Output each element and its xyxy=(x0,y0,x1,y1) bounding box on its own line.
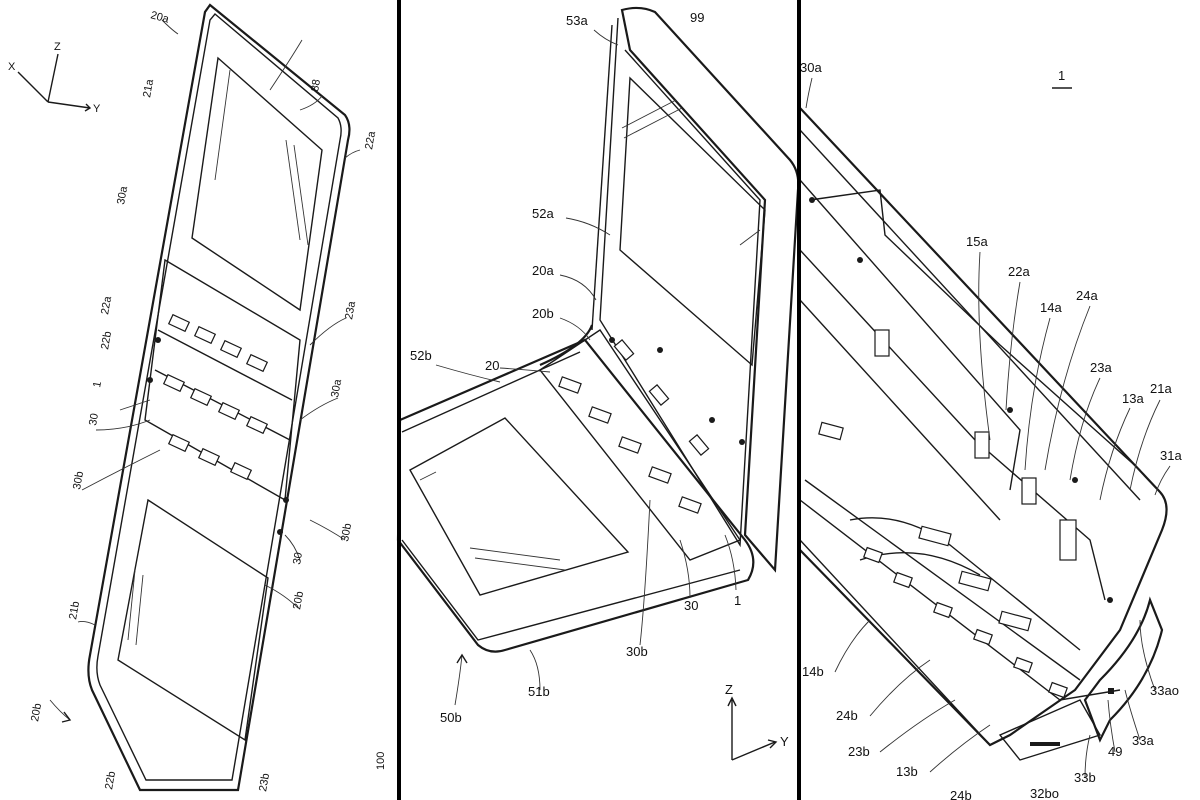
reference-numeral-left: 22b xyxy=(99,330,114,350)
middle-axis-indicator: Z Y xyxy=(725,682,789,761)
reference-numeral-right: 33a xyxy=(1132,733,1154,748)
reference-numeral-right: 24b xyxy=(950,788,972,800)
device-outer-frame xyxy=(87,3,351,792)
reference-numeral-left: 21a xyxy=(141,77,156,98)
reference-numeral-middle: 99 xyxy=(690,10,704,25)
reference-numeral-right: 15a xyxy=(966,234,988,249)
reference-numeral-left: 21b xyxy=(67,600,82,620)
upper-display-99 xyxy=(619,76,766,367)
reference-numeral-right: 33ao xyxy=(1150,683,1179,698)
reference-numeral-left: 23b xyxy=(257,772,272,792)
upper-housing-52a xyxy=(620,6,800,573)
left-panel-unfolded-device: X Y Z xyxy=(8,3,361,792)
reference-numeral-middle: 53a xyxy=(566,13,588,28)
reference-numeral-left: 20a xyxy=(149,9,171,26)
reference-numeral-left: 30b xyxy=(339,522,354,542)
hinge-plates xyxy=(809,197,1113,699)
reference-numeral-middle: 1 xyxy=(734,593,741,608)
reference-numeral-right: 23a xyxy=(1090,360,1112,375)
reference-numeral-right: 30a xyxy=(800,60,822,75)
reference-numeral-middle: 52b xyxy=(410,348,432,363)
reference-numeral-left: 30 xyxy=(87,412,101,426)
reference-numeral-left: 30a xyxy=(329,377,344,398)
middle-hinge-mechanism xyxy=(538,324,745,561)
bottom-display-area xyxy=(117,498,269,742)
reference-numeral-left: 20b xyxy=(29,702,44,722)
reference-numeral-right: 21a xyxy=(1150,381,1172,396)
reference-numeral-left: 22a xyxy=(99,294,114,315)
reference-numeral-left: 30 xyxy=(291,551,305,565)
reference-numeral-left: 30b xyxy=(71,470,86,490)
middle-panel-folded-device: Z Y xyxy=(396,6,800,761)
reference-numeral-right: 13a xyxy=(1122,391,1144,406)
axis-label-x: X xyxy=(8,61,16,73)
reference-numeral-right: 24a xyxy=(1076,288,1098,303)
left-panel-labels: 20a 21a 88 22a 30a 23a 22a 22b 1 30 30a 30b 30 30b 20b… xyxy=(29,9,387,792)
reference-numeral-middle: 30b xyxy=(626,644,648,659)
reference-numeral-right: 49 xyxy=(1108,744,1122,759)
reference-numeral-middle: 50b xyxy=(440,710,462,725)
reference-numeral-middle: 20 xyxy=(485,358,499,373)
reference-numeral-right: 23b xyxy=(848,744,870,759)
reference-numeral-left: 22a xyxy=(363,129,378,150)
reference-numeral-middle: 20b xyxy=(532,306,554,321)
hinge-region xyxy=(144,258,301,535)
reference-numeral-left: 1 xyxy=(91,380,104,388)
reference-numeral-right: 1 xyxy=(1058,68,1065,83)
lower-display-area xyxy=(409,417,630,596)
reference-numeral-right: 31a xyxy=(1160,448,1182,463)
axis-label-z: Z xyxy=(725,682,733,697)
right-panel-labels: 30a 1 15a 22a 24a 14a 23a 13a 21a 31a 14b 24b 23b 13b… xyxy=(800,60,1182,800)
reference-numeral-left: 22b xyxy=(103,770,118,790)
reference-numeral-right: 22a xyxy=(1008,264,1030,279)
reference-numeral-right: 24b xyxy=(836,708,858,723)
reference-numeral-right: 33b xyxy=(1074,770,1096,785)
right-panel-hinge-assembly xyxy=(799,77,1171,779)
top-display-area xyxy=(191,56,323,312)
axis-label-z: Z xyxy=(54,41,61,53)
end-cap-33a xyxy=(1083,596,1164,743)
reference-numeral-left: 100 xyxy=(375,752,387,770)
reference-numeral-left: 30a xyxy=(115,184,130,205)
reference-numeral-middle: 30 xyxy=(684,598,698,613)
axis-label-y: Y xyxy=(780,734,789,749)
reference-numeral-right: 32bo xyxy=(1030,786,1059,800)
reference-numeral-right: 14a xyxy=(1040,300,1062,315)
reference-numeral-left: 23a xyxy=(343,299,358,320)
reference-numeral-middle: 20a xyxy=(532,263,554,278)
reference-numeral-left: 88 xyxy=(309,78,323,92)
reference-numeral-middle: 51b xyxy=(528,684,550,699)
axis-label-y: Y xyxy=(93,103,101,115)
reference-numeral-middle: 52a xyxy=(532,206,554,221)
reference-numeral-left: 20b xyxy=(291,590,306,610)
middle-panel-labels: 53a 99 52a 20a 20b 52b 20 30 1 30b 51b 50b xyxy=(410,10,741,725)
lower-housing-51b xyxy=(396,338,755,653)
left-axis-indicator: X Y Z xyxy=(8,41,101,115)
hinge-housing-outline xyxy=(799,107,1168,747)
reference-numeral-right: 13b xyxy=(896,764,918,779)
reference-numeral-right: 14b xyxy=(802,664,824,679)
